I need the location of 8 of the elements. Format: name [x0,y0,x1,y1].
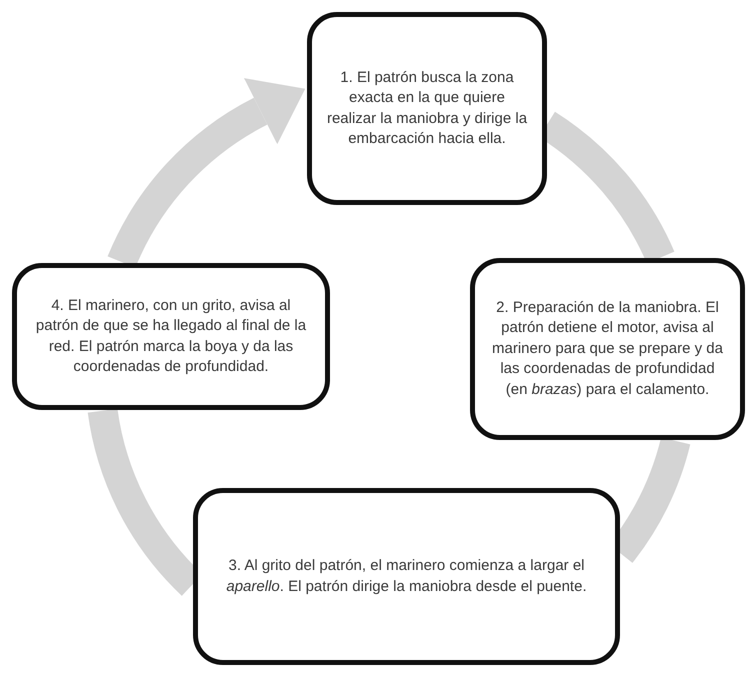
step-text: 2. Preparación de la maniobra. El patrón detiene el motor, avisa al marinero para que se prepare y da las coordenadas de profundidad (en brazas) para el calamento. [491,298,724,400]
step-box [193,488,620,665]
step-text: 4. El marinero, con un grito, avisa al patrón de que se ha llegado al final de la red. El patrón marca la boya y da las coordenadas de profundidad. [34,296,308,377]
step-box [307,12,547,205]
step-box [12,263,330,410]
step-box [470,258,745,440]
step-text: 3. Al grito del patrón, el marinero comienza a largar el aparello. El patrón dirige la maniobra desde el puente. [225,556,588,596]
step-text: 1. El patrón busca la zona exacta en la que quiere realizar la maniobra y dirige la embarcación hacia ella. [326,68,528,149]
